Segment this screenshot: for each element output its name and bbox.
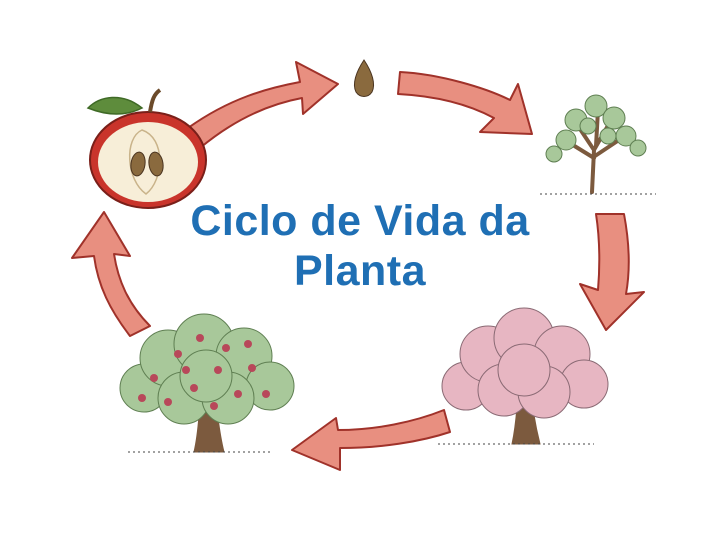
arrow-fruiting-to-apple: [71, 211, 151, 337]
fruiting-tree: [119, 313, 295, 453]
sapling: [540, 94, 656, 195]
seed: [353, 59, 375, 97]
diagram-title: Ciclo de Vida da Planta: [160, 196, 560, 296]
title-line-1: Ciclo de Vida da: [190, 197, 530, 245]
flowering-tree: [438, 307, 609, 445]
arrow-seed-to-sapling: [397, 71, 533, 135]
arrow-flowering-to-fruiting: [291, 409, 451, 471]
arrow-apple-to-seed: [187, 61, 339, 149]
title-line-2: Planta: [293, 247, 427, 295]
arrow-sapling-to-flowering: [579, 213, 645, 331]
apple-halved: [86, 88, 207, 209]
